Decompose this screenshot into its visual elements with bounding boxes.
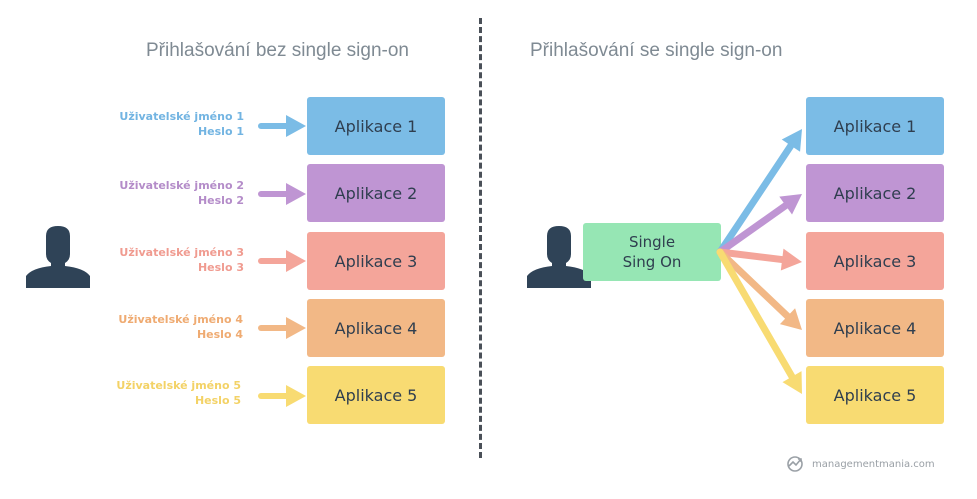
app-label: Aplikace 2 xyxy=(833,183,917,203)
arrow-icon xyxy=(258,385,306,407)
app-label: Aplikace 4 xyxy=(334,318,418,338)
username-label: Uživatelské jméno 5 xyxy=(116,379,241,392)
arrow-icon xyxy=(258,115,306,137)
username-label: Uživatelské jméno 3 xyxy=(119,246,244,259)
sso-label-line1: Single xyxy=(628,233,676,251)
sso-label-line2: Sing On xyxy=(622,253,682,271)
arrow-icon xyxy=(258,317,306,339)
arrow-icon xyxy=(716,129,802,256)
app-label: Aplikace 3 xyxy=(334,251,418,271)
right-app-box-3: Aplikace 3 xyxy=(806,232,944,290)
app-label: Aplikace 1 xyxy=(334,116,418,136)
left-app-box-2: Aplikace 2 xyxy=(307,164,445,222)
credentials-2: Uživatelské jméno 2 Heslo 2 xyxy=(64,178,244,208)
password-label: Heslo 3 xyxy=(197,261,244,274)
managementmania-logo-icon xyxy=(787,456,803,472)
arrow-icon xyxy=(716,248,802,330)
username-label: Uživatelské jméno 2 xyxy=(119,179,244,192)
password-label: Heslo 4 xyxy=(196,328,243,341)
credentials-1: Uživatelské jméno 1 Heslo 1 xyxy=(64,109,244,139)
right-app-box-4: Aplikace 4 xyxy=(806,299,944,357)
credentials-5: Uživatelské jméno 5 Heslo 5 xyxy=(61,378,241,408)
credentials-4: Uživatelské jméno 4 Heslo 4 xyxy=(63,312,243,342)
left-app-box-5: Aplikace 5 xyxy=(307,366,445,424)
right-title: Přihlašování se single sign-on xyxy=(530,40,783,61)
app-label: Aplikace 4 xyxy=(833,318,917,338)
username-label: Uživatelské jméno 1 xyxy=(119,110,244,123)
managementmania-logo: managementmania.com xyxy=(785,456,935,472)
left-title: Přihlašování bez single sign-on xyxy=(146,40,409,61)
password-label: Heslo 2 xyxy=(197,194,244,207)
username-label: Uživatelské jméno 4 xyxy=(118,313,243,326)
logo-text: managementmania.com xyxy=(812,458,935,470)
right-app-box-2: Aplikace 2 xyxy=(806,164,944,222)
arrow-icon xyxy=(716,248,802,271)
arrow-icon xyxy=(258,250,306,272)
right-app-box-1: Aplikace 1 xyxy=(806,97,944,155)
arrow-icon xyxy=(716,194,802,256)
left-app-box-1: Aplikace 1 xyxy=(307,97,445,155)
user-silhouette-icon xyxy=(26,226,90,288)
app-label: Aplikace 1 xyxy=(833,116,917,136)
password-label: Heslo 1 xyxy=(197,125,244,138)
arrow-icon xyxy=(258,183,306,205)
app-label: Aplikace 3 xyxy=(833,251,917,271)
app-label: Aplikace 5 xyxy=(334,385,418,405)
app-label: Aplikace 5 xyxy=(833,385,917,405)
sso-box: Single Sing On xyxy=(583,223,721,281)
arrow-icon xyxy=(716,248,802,394)
left-app-box-4: Aplikace 4 xyxy=(307,299,445,357)
right-app-box-5: Aplikace 5 xyxy=(806,366,944,424)
credentials-3: Uživatelské jméno 3 Heslo 3 xyxy=(64,245,244,275)
left-app-box-3: Aplikace 3 xyxy=(307,232,445,290)
user-silhouette-icon xyxy=(527,226,591,288)
password-label: Heslo 5 xyxy=(194,394,241,407)
app-label: Aplikace 2 xyxy=(334,183,418,203)
section-divider xyxy=(479,18,482,458)
